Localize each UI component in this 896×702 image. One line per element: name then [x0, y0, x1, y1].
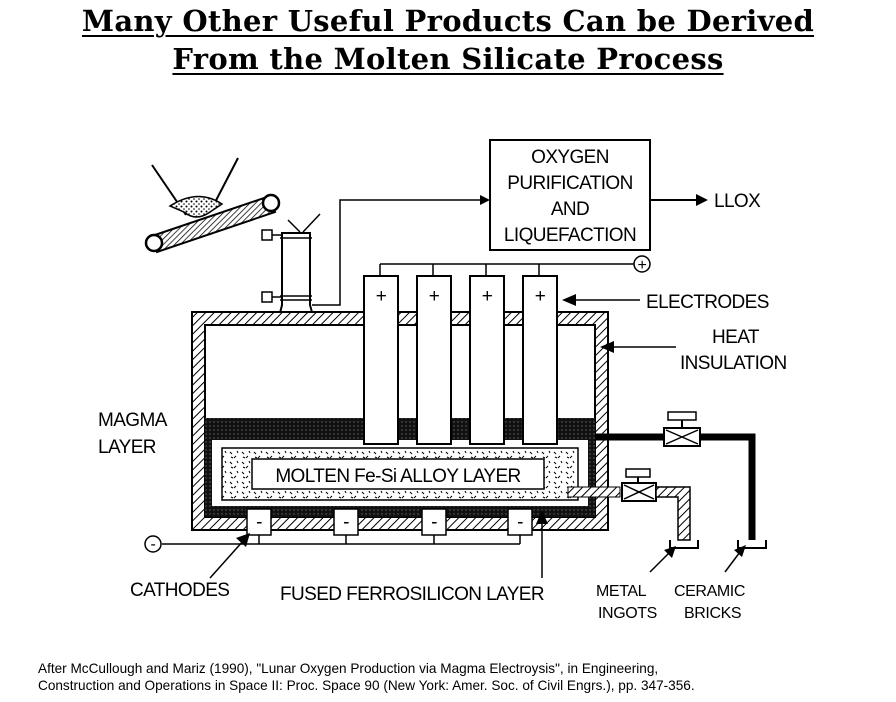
oxygen-box-line-1: OXYGEN — [531, 147, 609, 168]
metal-label-line-2: INGOTS — [598, 605, 657, 622]
llox-label: LLOX — [714, 191, 761, 212]
citation-line-1: After McCullough and Mariz (1990), "Luna… — [38, 661, 659, 676]
electrode-plus-2: + — [429, 286, 440, 307]
magma-label-line-1: MAGMA — [98, 410, 168, 431]
ceramic-tap-pipe — [595, 411, 767, 549]
cathode-minus-3: - — [431, 512, 437, 533]
positive-terminal — [633, 255, 651, 273]
metal-label-line-1: METAL — [596, 583, 647, 600]
page-title: Many Other Useful Products Can be Derive… — [81, 4, 815, 38]
fused-layer-label: FUSED FERROSILICON LAYER — [280, 584, 544, 605]
electrode-plus-3: + — [482, 286, 493, 307]
cathode-minus-4: - — [517, 512, 523, 533]
citation-line-2: Construction and Operations in Space II:… — [38, 678, 695, 693]
alloy-layer-label: MOLTEN Fe-Si ALLOY LAYER — [275, 466, 520, 487]
heat-label-line-2: INSULATION — [680, 353, 787, 374]
electrode-plus-1: + — [376, 286, 387, 307]
negative-terminal-label: - — [151, 536, 156, 553]
ceramic-label-line-2: BRICKS — [684, 605, 741, 622]
conveyor-belt — [144, 157, 281, 254]
cathode-minus-1: - — [256, 512, 262, 533]
cathode-minus-2: - — [343, 512, 349, 533]
positive-terminal-label: + — [638, 257, 647, 274]
negative-terminal — [144, 535, 162, 553]
ceramic-label-line-1: CERAMIC — [674, 583, 745, 600]
oxygen-box-line-2: PURIFICATION — [507, 173, 632, 194]
oxygen-box-line-4: LIQUEFACTION — [504, 225, 636, 246]
page-subtitle: From the Molten Silicate Process — [172, 42, 724, 76]
cathodes-label: CATHODES — [130, 580, 229, 601]
electrode-plus-4: + — [535, 286, 546, 307]
oxygen-purification-box: OXYGEN PURIFICATION AND LIQUEFACTION — [489, 139, 651, 251]
magma-label-line-2: LAYER — [98, 437, 156, 458]
citation: After McCullough and Mariz (1990), "Luna… — [38, 660, 695, 694]
oxygen-box-line-3: AND — [551, 199, 589, 220]
electrodes: + + + + — [363, 275, 558, 445]
heat-label-line-1: HEAT — [712, 327, 760, 348]
metal-tap-pipe — [567, 468, 699, 549]
electrodes-label: ELECTRODES — [646, 292, 769, 313]
